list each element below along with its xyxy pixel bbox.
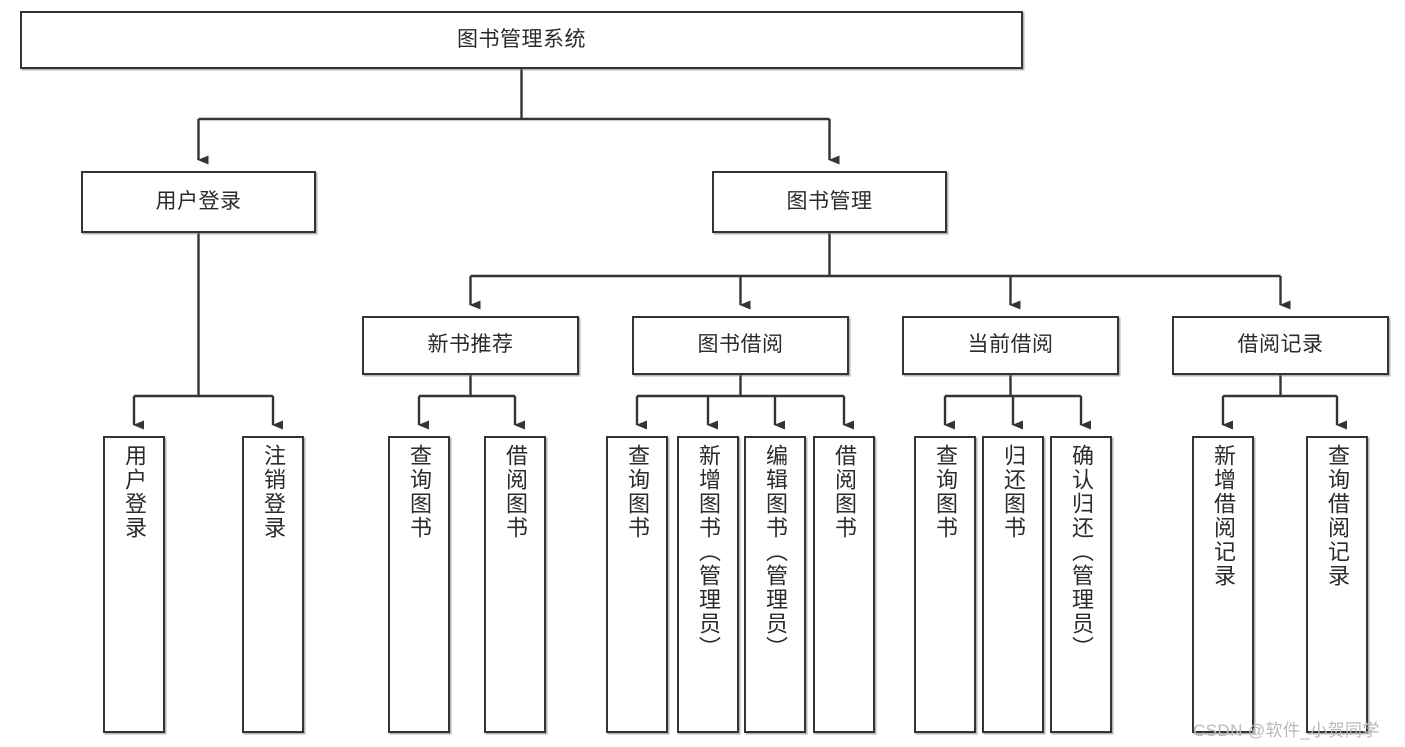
node-leaf_6[interactable]: 编辑图书（管理员） (744, 436, 806, 733)
node-leaf_5[interactable]: 新增图书（管理员） (677, 436, 739, 733)
node-label-root: 图书管理系统 (457, 27, 586, 51)
node-l1_1[interactable]: 图书管理 (712, 171, 947, 233)
node-l2_1[interactable]: 图书借阅 (632, 316, 849, 375)
edge-bus-l2_0 (419, 375, 515, 398)
node-leaf_7[interactable]: 借阅图书 (813, 436, 875, 733)
node-leaf_3[interactable]: 借阅图书 (484, 436, 546, 733)
node-l2_0[interactable]: 新书推荐 (362, 316, 579, 375)
node-leaf_0[interactable]: 用户登录 (103, 436, 165, 733)
node-label-leaf_10: 确认归还（管理员） (1069, 444, 1094, 660)
node-label-l1_0: 用户登录 (155, 189, 242, 213)
node-label-l2_1: 图书借阅 (697, 333, 784, 357)
watermark-label: CSDN @软件_小贺同学 (1193, 721, 1380, 740)
node-label-leaf_2: 查询图书 (407, 444, 432, 540)
node-label-leaf_12: 查询借阅记录 (1325, 444, 1350, 588)
edge-bus-l1_0 (134, 233, 273, 398)
node-label-leaf_7: 借阅图书 (832, 444, 857, 540)
node-label-leaf_9: 归还图书 (1001, 444, 1026, 540)
node-l2_3[interactable]: 借阅记录 (1172, 316, 1389, 375)
node-leaf_4[interactable]: 查询图书 (606, 436, 668, 733)
node-label-l2_0: 新书推荐 (427, 333, 514, 357)
node-leaf_8[interactable]: 查询图书 (914, 436, 976, 733)
edge-bus-l2_3 (1223, 375, 1337, 398)
edge-bus-l2_1 (637, 375, 844, 398)
node-label-l2_3: 借阅记录 (1237, 333, 1324, 357)
node-label-leaf_4: 查询图书 (625, 444, 650, 540)
node-leaf_10[interactable]: 确认归还（管理员） (1050, 436, 1112, 733)
node-l2_2[interactable]: 当前借阅 (902, 316, 1119, 375)
node-label-leaf_6: 编辑图书（管理员） (763, 444, 788, 660)
edge-bus-l1_1 (470, 233, 1281, 278)
node-label-leaf_8: 查询图书 (933, 444, 958, 540)
node-leaf_9[interactable]: 归还图书 (982, 436, 1044, 733)
node-root[interactable]: 图书管理系统 (20, 11, 1023, 69)
node-label-leaf_3: 借阅图书 (503, 444, 528, 540)
edge-bus-root (198, 69, 830, 121)
node-leaf_1[interactable]: 注销登录 (242, 436, 304, 733)
node-label-leaf_11: 新增借阅记录 (1211, 444, 1236, 588)
node-label-leaf_5: 新增图书（管理员） (696, 444, 721, 660)
node-label-leaf_0: 用户登录 (122, 444, 147, 540)
node-leaf_2[interactable]: 查询图书 (388, 436, 450, 733)
node-leaf_12[interactable]: 查询借阅记录 (1306, 436, 1368, 733)
node-l1_0[interactable]: 用户登录 (81, 171, 316, 233)
edge-bus-l2_2 (945, 375, 1081, 398)
node-label-leaf_1: 注销登录 (261, 444, 286, 540)
node-leaf_11[interactable]: 新增借阅记录 (1192, 436, 1254, 733)
node-label-l2_2: 当前借阅 (967, 333, 1054, 357)
node-label-l1_1: 图书管理 (786, 189, 873, 213)
